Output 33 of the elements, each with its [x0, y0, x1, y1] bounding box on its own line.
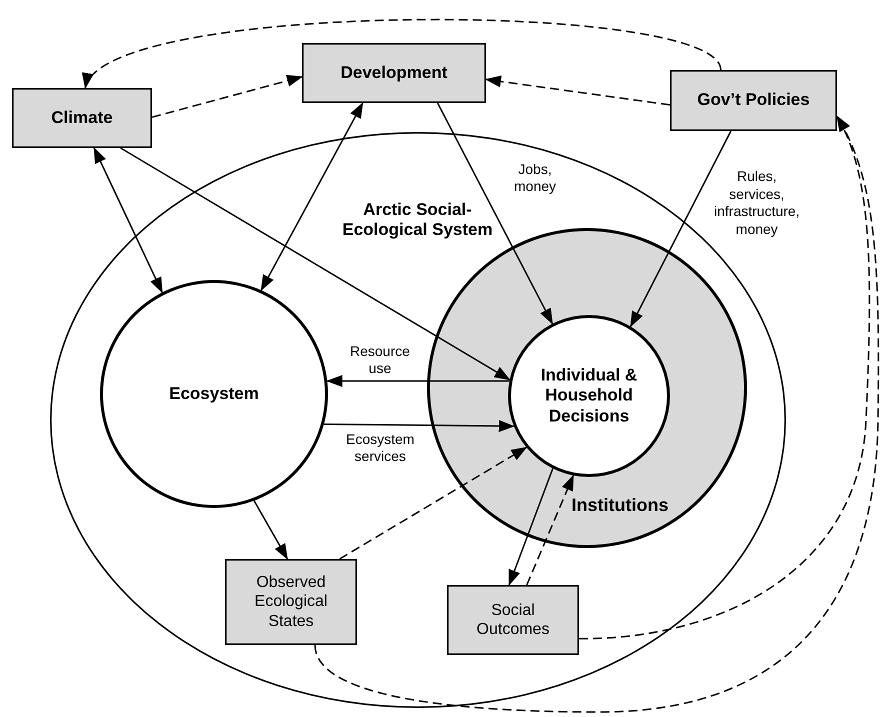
- node-label: Social Outcomes: [476, 600, 550, 640]
- process-box: [670, 70, 837, 131]
- dashed-arrow: [152, 74, 303, 118]
- process-box: [12, 88, 152, 148]
- arrow: [324, 420, 515, 432]
- dashed-arrow: [485, 76, 670, 106]
- node-label: Observed Ecological States: [254, 573, 328, 631]
- dashed-arrow: [339, 446, 528, 560]
- process-box: [302, 43, 486, 103]
- process-box: [447, 585, 579, 655]
- arrow: [436, 102, 554, 325]
- node-label: Climate: [50, 108, 114, 128]
- arrow: [630, 130, 732, 328]
- edge-label: Rules, services, infrastructure, money: [714, 168, 800, 238]
- region-heading: Arctic Social-Ecological System: [341, 200, 494, 241]
- edge-label: Jobs, money: [514, 160, 556, 196]
- arrow: [326, 375, 510, 387]
- double-arrow: [93, 147, 163, 294]
- dashed-arrow: [526, 474, 574, 586]
- arrow: [253, 500, 288, 560]
- double-arrow: [260, 102, 364, 292]
- node-label: Ecosystem: [168, 384, 260, 404]
- region-heading: Institutions: [570, 495, 670, 517]
- dashed-arrow: [314, 115, 880, 713]
- dashed-arrow: [84, 19, 722, 89]
- arrow: [120, 147, 510, 380]
- node-label: Individual & Household Decisions: [540, 365, 638, 427]
- node-label: Development: [340, 62, 448, 84]
- node-label: Gov’t Policies: [696, 90, 811, 111]
- edge-label: Ecosystem services: [346, 430, 414, 466]
- process-box: [225, 559, 357, 645]
- arrow: [508, 468, 554, 586]
- edge-label: Resource use: [350, 342, 410, 378]
